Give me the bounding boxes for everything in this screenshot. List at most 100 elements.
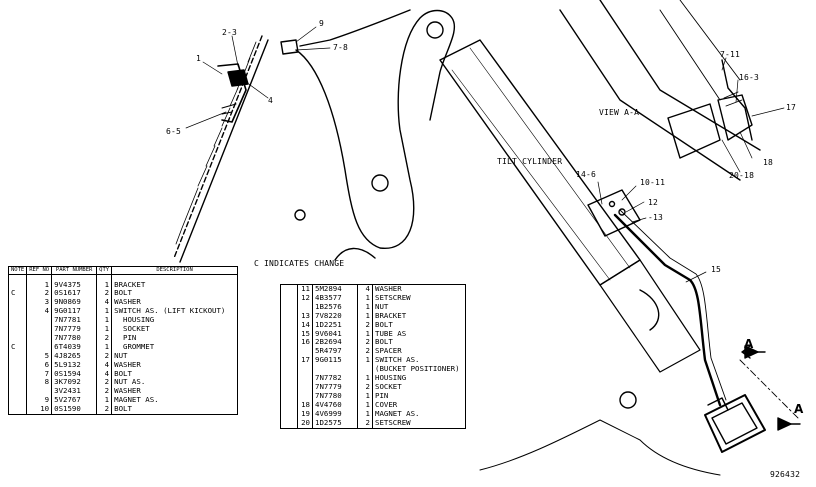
ref-cell — [26, 342, 53, 352]
note-cell — [8, 307, 28, 317]
note-cell — [8, 333, 28, 343]
part-number-cell: 1B2576 — [312, 302, 358, 312]
bottom-pin — [619, 391, 637, 409]
note-cell — [280, 302, 298, 312]
note-cell — [8, 351, 28, 361]
note-cell — [280, 418, 298, 428]
description-cell: SWITCH AS. — [375, 355, 420, 365]
description-cell: WASHER — [114, 386, 141, 396]
part-number-cell: 5V2767 — [51, 395, 98, 406]
ref-cell: 11 — [297, 284, 313, 294]
note-cell — [8, 298, 28, 308]
qty-cell: 1 — [357, 409, 373, 419]
part-number-cell: 7N7782 — [312, 373, 358, 383]
qty-cell: 1 — [96, 395, 113, 406]
note-cell — [8, 378, 28, 388]
note-cell — [8, 316, 28, 326]
part-number-cell: 9G0117 — [51, 306, 98, 317]
part-number-cell — [312, 365, 358, 375]
part-number-cell: 4V4760 — [312, 400, 358, 410]
description-cell: BOLT — [114, 404, 132, 414]
ref-cell: 18 — [297, 400, 313, 410]
change-note: C INDICATES CHANGE — [254, 259, 345, 268]
qty-cell: 1 — [96, 306, 113, 317]
loader-arm-outline — [295, 9, 456, 249]
description-cell: BOLT — [114, 368, 132, 378]
description-cell: BOLT — [375, 319, 393, 329]
upper-link-edge — [659, 0, 741, 101]
callout-9: 9 — [319, 19, 325, 28]
bracket-13 — [587, 189, 641, 237]
section-arrow-top-head — [744, 345, 759, 359]
part-number-cell: 5R4797 — [312, 346, 358, 357]
lower-bracket — [479, 419, 721, 476]
note-cell — [8, 325, 28, 334]
description-cell: SWITCH AS. (LIFT KICKOUT) — [114, 306, 226, 316]
description-cell: WASHER — [114, 297, 141, 307]
view-aa-bracket — [717, 94, 753, 141]
description-cell: SOCKET — [114, 324, 150, 334]
bottom-switch-housing — [704, 394, 766, 453]
ref-cell: 5 — [26, 351, 53, 361]
kickout-bracket — [217, 63, 247, 123]
part-number-cell: 7N7781 — [51, 315, 98, 326]
ref-cell: 12 — [297, 293, 313, 303]
ref-cell — [26, 325, 53, 334]
ref-cell — [297, 382, 313, 392]
col-qty-header: QTY — [96, 266, 113, 275]
description-cell: MAGNET AS. — [375, 408, 420, 418]
description-cell: BOLT — [375, 337, 393, 347]
description-cell: TUBE AS — [375, 328, 407, 338]
note-cell — [280, 409, 298, 419]
description-cell: PIN — [114, 332, 137, 342]
description-cell: HOUSING — [114, 315, 155, 325]
callout-16-3: 16-3 — [739, 73, 760, 82]
part-number-cell: 7N7780 — [312, 391, 358, 401]
description-cell: SOCKET — [375, 381, 402, 391]
description-cell: MAGNET AS. — [114, 395, 159, 405]
ref-cell: 4 — [26, 306, 53, 317]
note-cell — [8, 396, 28, 406]
note-cell — [280, 347, 298, 357]
qty-cell: 1 — [357, 373, 373, 383]
ref-cell: 8 — [26, 378, 53, 388]
qty-cell: 1 — [357, 311, 373, 321]
part-number-cell: 9V6041 — [312, 329, 358, 339]
col-desc-header: DESCRIPTION — [111, 266, 238, 275]
note-cell — [280, 320, 298, 330]
upper-link — [559, 0, 761, 181]
qty-cell: 1 — [96, 315, 113, 326]
view-aa-switch — [667, 103, 721, 159]
description-cell: NUT AS. — [114, 377, 146, 387]
figure-number: 926432 — [770, 470, 801, 479]
qty-cell: 1 — [357, 391, 373, 401]
ref-cell: 20 — [297, 418, 313, 428]
part-number-cell: 6T4039 — [51, 342, 98, 352]
note-cell — [8, 369, 28, 379]
ref-cell — [26, 316, 53, 326]
section-mark-top: A — [744, 337, 754, 351]
kickout-bolts — [221, 103, 237, 115]
note-cell — [280, 400, 298, 410]
description-cell: BRACKET — [114, 279, 146, 289]
part-number-cell: 4V6999 — [312, 409, 358, 419]
section-arrow-bottom-head — [777, 417, 792, 431]
view-aa-label: VIEW A-A — [599, 108, 640, 117]
note-cell — [280, 374, 298, 383]
arm-lower-curve — [334, 247, 376, 261]
